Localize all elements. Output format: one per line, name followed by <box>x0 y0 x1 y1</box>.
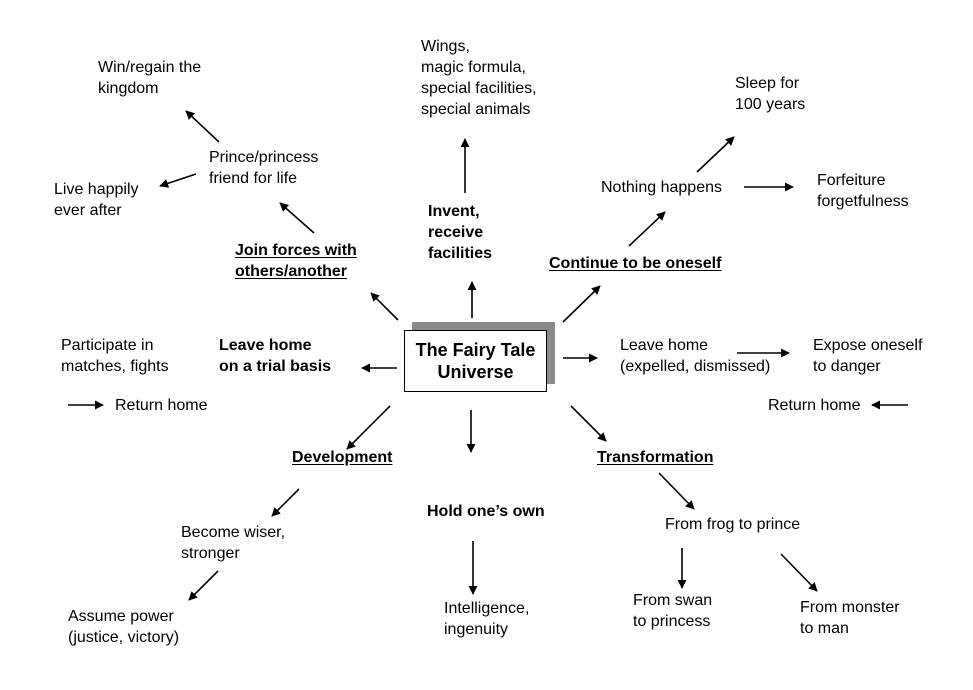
arrow-to-development <box>346 405 391 450</box>
node-nothing-happens: Nothing happens <box>601 179 722 196</box>
arrow-prince-to-live <box>159 173 197 188</box>
node-leave-home-expelled: Leave home (expelled, dismissed) <box>620 337 771 375</box>
node-leave-home-trial: Leave home on a trial basis <box>219 337 332 375</box>
node-wings-magic: Wings, magic formula, special facilities… <box>421 38 537 118</box>
node-return-home-left: Return home <box>115 397 208 414</box>
node-intelligence: Intelligence, ingenuity <box>444 600 530 638</box>
node-transformation: Transformation <box>597 449 714 466</box>
node-swan-to-princess: From swan to princess <box>633 592 713 630</box>
node-hold-ones-own: Hold one’s own <box>427 503 545 520</box>
arrow-development-to-wiser <box>271 488 300 517</box>
node-return-home-right: Return home <box>768 397 861 414</box>
arrow-nothing-to-sleep <box>696 136 735 173</box>
node-win-regain-kingdom: Win/regain the kingdom <box>98 59 202 97</box>
node-development: Development <box>292 449 393 466</box>
node-monster-to-man: From monster to man <box>800 599 900 637</box>
arrow-to-join-forces <box>370 292 399 321</box>
arrow-continue-to-nothing <box>628 211 666 247</box>
node-live-happily: Live happily ever after <box>54 181 139 219</box>
node-participate: Participate in matches, fights <box>61 337 169 375</box>
center-node: The Fairy Tale Universe <box>404 330 547 392</box>
arrow-prince-to-win <box>185 110 220 143</box>
node-expose-danger: Expose oneself to danger <box>813 337 923 375</box>
arrow-frog-to-monster <box>780 553 818 592</box>
arrow-to-transformation <box>570 405 607 442</box>
arrow-transformation-to-frog <box>658 472 695 510</box>
node-forfeiture: Forfeiture forgetfulness <box>817 172 909 210</box>
node-frog-to-prince: From frog to prince <box>665 516 801 533</box>
arrow-join-to-prince <box>279 202 315 234</box>
node-become-wiser: Become wiser, stronger <box>181 524 286 562</box>
node-continue-oneself: Continue to be oneself <box>549 255 722 272</box>
node-join-forces: Join forces with others/another <box>235 242 357 280</box>
node-prince-princess-friend: Prince/princess friend for life <box>209 149 319 187</box>
arrow-to-continue <box>562 285 601 323</box>
node-assume-power: Assume power (justice, victory) <box>68 608 180 646</box>
node-invent-receive: Invent, receive facilities <box>428 203 493 262</box>
node-sleep-100-years: Sleep for 100 years <box>735 75 806 113</box>
arrow-wiser-to-assume <box>188 570 219 601</box>
